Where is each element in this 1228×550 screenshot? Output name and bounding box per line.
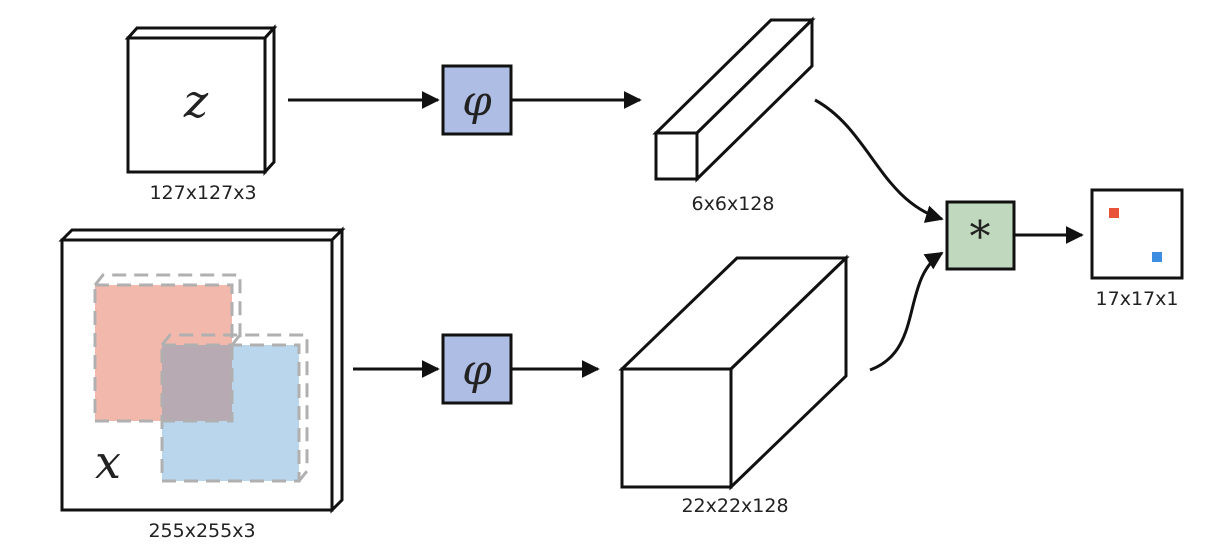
blue-window-inner-edge: [230, 334, 242, 346]
feature-bottom-size-label: 22x22x128: [681, 495, 788, 517]
xcorr-box: [945, 200, 1016, 271]
blue-window-border: [160, 343, 301, 483]
cross-correlation-node: *: [945, 200, 1016, 271]
score-map-node: 17x17x1: [1090, 188, 1184, 310]
embedding-function-top: φ: [441, 64, 513, 136]
feature-top-size-label: 6x6x128: [692, 193, 775, 215]
feature-top-front-face: [654, 131, 699, 181]
feature-bottom-front-face: [620, 367, 733, 489]
blue-score-marker: [1152, 252, 1162, 262]
embed-bottom-symbol: φ: [462, 345, 492, 394]
feature-map-top-node: 6x6x128: [652, 16, 816, 215]
red-score-marker: [1109, 208, 1119, 218]
embed-top-symbol: φ: [462, 76, 492, 125]
feature-map-bottom-node: 22x22x128: [618, 254, 850, 517]
embedding-function-bottom: φ: [441, 333, 513, 405]
blue-window-back-edge: [160, 333, 309, 482]
search-size-label: 255x255x3: [148, 520, 255, 542]
xcorr-symbol: *: [970, 212, 991, 261]
score-map-size-label: 17x17x1: [1096, 288, 1179, 310]
blue-candidate-window: [160, 333, 309, 482]
exemplar-image-node: z 127x127x3: [124, 24, 278, 204]
search-symbol: x: [95, 435, 121, 489]
search-image-node: x 255x255x3: [58, 226, 346, 542]
embed-top-box: [441, 64, 513, 136]
exemplar-symbol: z: [183, 74, 209, 128]
embed-bottom-box: [441, 333, 513, 405]
windows-overlap: [162, 345, 232, 421]
exemplar-size-label: 127x127x3: [149, 182, 256, 204]
score-map-box: [1090, 188, 1184, 280]
edge-feature-top-to-xcorr: [814, 98, 944, 223]
exemplar-front-face: [126, 36, 267, 174]
edge-feature-bottom-to-xcorr: [869, 251, 944, 372]
